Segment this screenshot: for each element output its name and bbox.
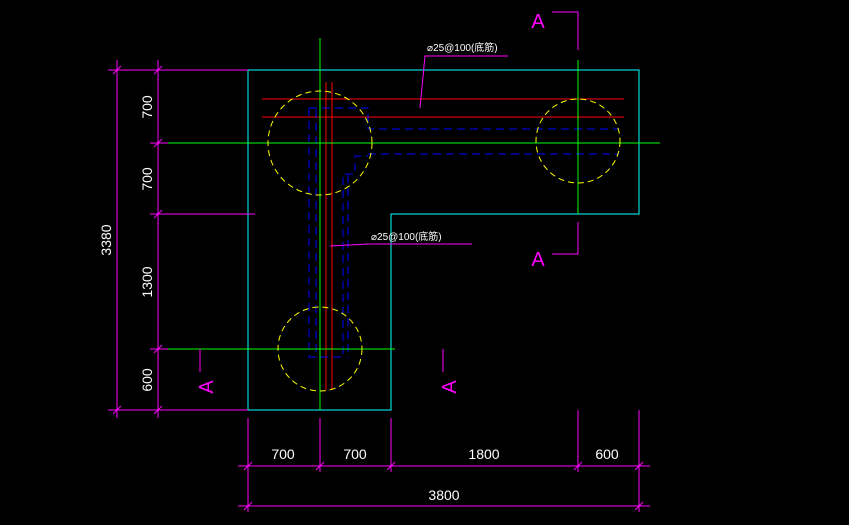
pile-circles bbox=[267, 90, 621, 392]
rebar-note-horizontal: ⌀25@100(底筋) bbox=[427, 41, 498, 54]
left-dim-total: 3380 bbox=[98, 224, 114, 255]
hidden-lines bbox=[308, 107, 619, 358]
left-dim-600: 600 bbox=[139, 368, 155, 392]
bottom-dim-700-a: 700 bbox=[271, 446, 295, 462]
left-dimension-chain bbox=[108, 60, 255, 418]
left-dim-700-mid: 700 bbox=[139, 167, 155, 191]
bottom-dim-1800: 1800 bbox=[468, 446, 499, 462]
pile-bottom bbox=[277, 306, 363, 392]
pile-top-right bbox=[535, 98, 621, 184]
rebar-lines bbox=[262, 82, 624, 390]
bottom-dim-600: 600 bbox=[595, 446, 619, 462]
pile-top-left bbox=[267, 90, 373, 196]
bottom-dimension-chain bbox=[238, 410, 650, 512]
section-marks bbox=[199, 11, 579, 372]
rebar-leaders bbox=[329, 55, 508, 247]
bottom-dim-total: 3800 bbox=[428, 487, 459, 503]
section-mark-top-upper: A bbox=[531, 11, 545, 33]
left-dim-1300: 1300 bbox=[139, 266, 155, 297]
section-mark-bottom-left: A bbox=[196, 380, 218, 394]
bottom-dim-700-b: 700 bbox=[343, 446, 367, 462]
rebar-note-vertical: ⌀25@100(底筋) bbox=[371, 230, 442, 243]
left-dim-700-top: 700 bbox=[139, 95, 155, 119]
centerlines bbox=[160, 38, 660, 410]
section-mark-bottom-right: A bbox=[439, 380, 461, 394]
section-mark-top-lower: A bbox=[531, 249, 545, 271]
